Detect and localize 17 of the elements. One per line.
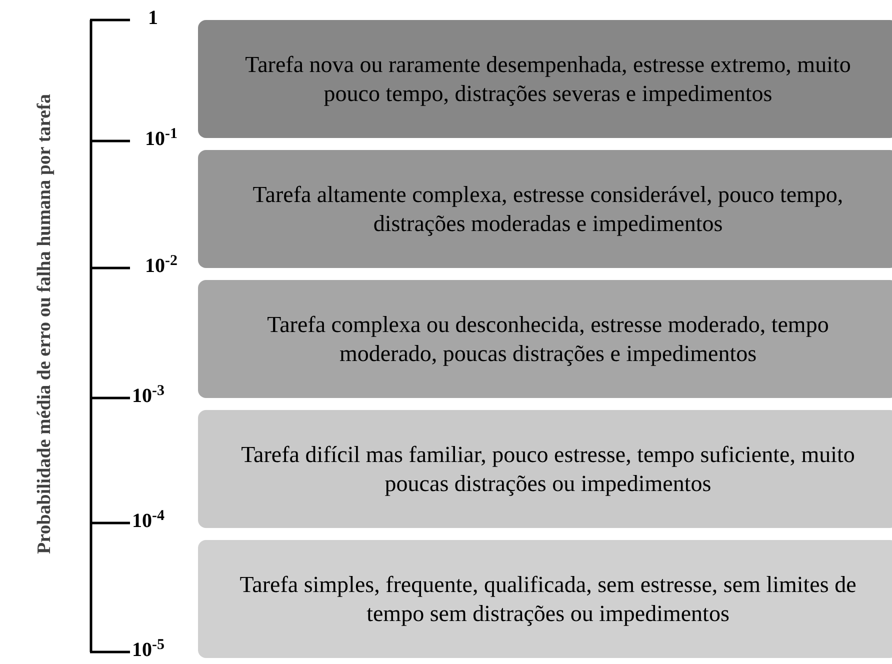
tick-label: 1 <box>148 7 158 29</box>
tick-label: 10$^{-2}$ <box>145 255 178 277</box>
category-box <box>198 540 892 658</box>
category-box <box>198 20 892 138</box>
tick-label: 10$^{-5}$ <box>132 639 164 661</box>
category-box <box>198 410 892 528</box>
box-text: Tarefa difícil mas familiar, pouco estresse, tempo suficiente, muito poucas distrações ou impedimentos <box>240 441 856 498</box>
box-text: Tarefa nova ou raramente desempenhada, estresse extremo, muito pouco tempo, distrações severas e impedimentos <box>244 51 852 108</box>
box-text: Tarefa simples, frequente, qualificada, sem estresse, sem limites de tempo sem distrações ou impedimentos <box>238 571 858 628</box>
box-text: Tarefa altamente complexa, estresse considerável, pouco tempo, distrações moderadas e impedimentos <box>252 181 844 238</box>
axis-title: Probabilidade média de erro ou falha humana por tarefa <box>33 94 56 554</box>
category-box <box>198 280 892 398</box>
tick-label: 10$^{-3}$ <box>132 385 164 407</box>
category-box <box>198 150 892 268</box>
tick-label: 10$^{-4}$ <box>132 510 164 532</box>
tick-label: 10$^{-1}$ <box>145 128 178 150</box>
box-text: Tarefa complexa ou desconhecida, estresse moderado, tempo moderado, poucas distrações e impedimentos <box>266 311 830 368</box>
